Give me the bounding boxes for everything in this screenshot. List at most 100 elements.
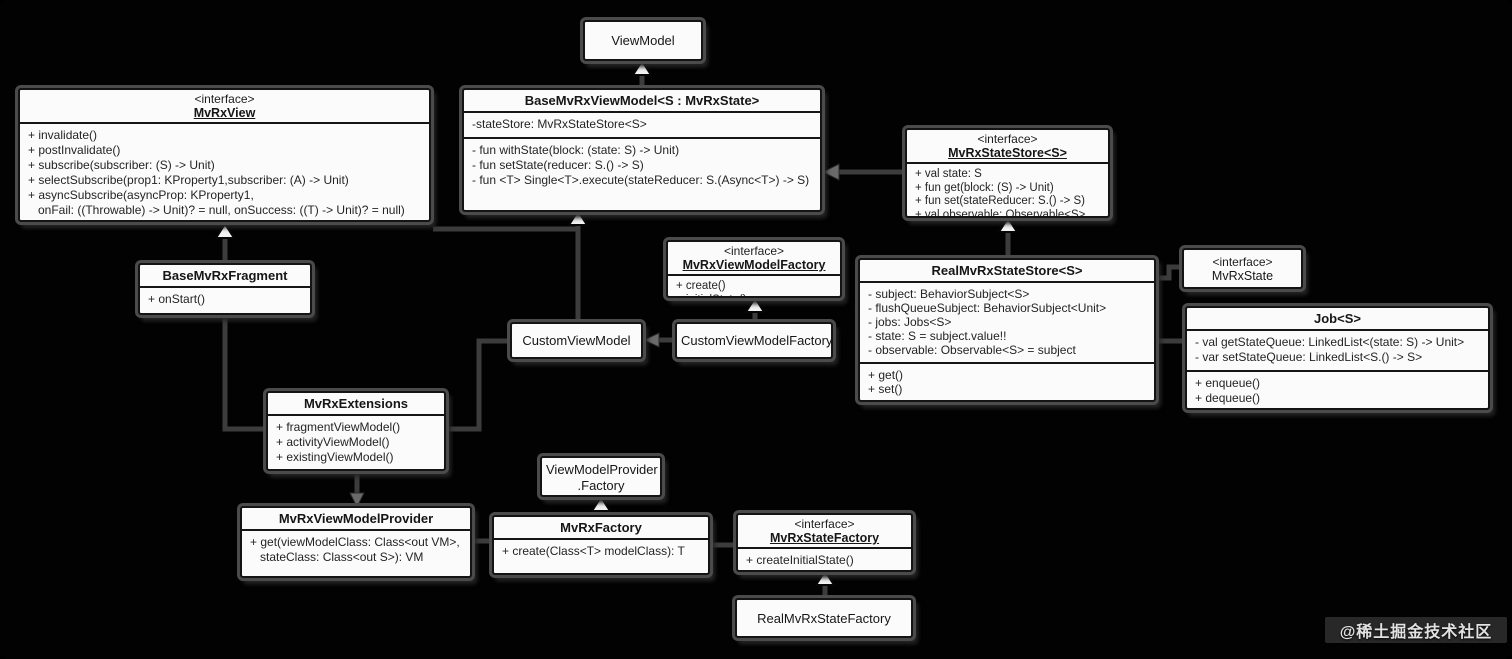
class-attributes-section: -stateStore: MvRxStateStore<S> (464, 111, 820, 137)
class-box-mvrxstatestore: <interface> MvRxStateStore<S> + val stat… (905, 128, 1110, 218)
class-header: RealMvRxStateStore<S> (860, 260, 1154, 281)
class-title: MvRxState (1211, 268, 1274, 283)
member-row: + fun get(block: (S) -> Unit) (915, 181, 1054, 194)
class-box-realmvrxstatestore: RealMvRxStateStore<S> - subject: Behavio… (858, 258, 1156, 402)
class-box-realmvrxstatefactory: RealMvRxStateFactory (735, 598, 913, 638)
member-row: + initialState() (676, 294, 832, 297)
member-row: + asyncSubscribe(asyncProp: KProperty1, (28, 188, 254, 202)
class-title-line2: .Factory (577, 477, 625, 493)
class-header: BaseMvRxFragment (140, 265, 310, 286)
class-title: ViewModelProvider (546, 461, 658, 477)
class-title: MvRxStateFactory (769, 531, 880, 545)
member-row: - fun setState(reducer: S.() -> S) (472, 158, 644, 172)
member-row: + get() (868, 368, 904, 382)
class-header: <interface> MvRxStateFactory (738, 515, 911, 547)
member-row: + activityViewModel() (276, 435, 390, 449)
class-header: ViewModelProvider .Factory (542, 458, 660, 495)
class-title: CustomViewModelFactory (681, 333, 833, 348)
member-row: - val getStateQueue: LinkedList<(state: … (1195, 335, 1465, 349)
member-row: + fragmentViewModel() (276, 420, 401, 434)
member-row: + existingViewModel() (276, 450, 394, 464)
edge-inheritance-mvrxfactory-viewmodelproviderfactory (591, 496, 611, 515)
edge-inheritance-basemvrxfragment-mvrxview (215, 223, 235, 263)
class-title: MvRxExtensions (303, 396, 409, 411)
edge-inheritance-basemvrxviewmodel-viewmodel (632, 60, 652, 88)
class-box-job: Job<S> - val getStateQueue: LinkedList<(… (1185, 306, 1490, 410)
member-row: + selectSubscribe(prop1: KProperty1,subs… (28, 173, 349, 187)
class-methods-section: + create(Class<T> modelClass): T (494, 538, 708, 573)
member-row: + create(Class<T> modelClass): T (502, 544, 685, 558)
edge-link-mvrxextensions-customviewmodel (446, 338, 510, 432)
class-header: <interface> MvRxState (1184, 250, 1301, 287)
edge-association-mvrxstatestore-basemvrxviewmodel (821, 163, 905, 181)
class-stereotype: <interface> (723, 244, 785, 258)
member-row: + set() (868, 382, 903, 396)
class-header: CustomViewModelFactory (677, 324, 831, 357)
member-row: + val state: S (915, 168, 982, 180)
class-header: ViewModel (585, 22, 701, 59)
edge-inheritance-customviewmodel-basemvrxviewmodel (433, 210, 588, 322)
class-title: MvRxView (193, 106, 256, 120)
member-row: - fun withState(block: (state: S) -> Uni… (472, 143, 680, 157)
class-title: RealMvRxStateFactory (757, 610, 891, 626)
class-box-mvrxextensions: MvRxExtensions + fragmentViewModel()+ ac… (266, 391, 446, 471)
class-methods-section: + enqueue()+ dequeue() (1187, 370, 1488, 408)
class-stereotype: <interface> (1212, 254, 1273, 269)
member-row: + postInvalidate() (28, 143, 121, 157)
edge-link-realmvrxstatestore-mvrxstate (1156, 264, 1182, 281)
member-row: + enqueue() (1195, 376, 1261, 390)
class-attributes-section: - subject: BehaviorSubject<S>- flushQueu… (860, 281, 1154, 362)
class-stereotype: <interface> (977, 132, 1038, 146)
class-header: BaseMvRxViewModel<S : MvRxState> (464, 90, 820, 111)
class-attributes-section: - val getStateQueue: LinkedList<(state: … (1187, 329, 1488, 370)
member-row: - var setStateQueue: LinkedList<S.() -> … (1195, 350, 1423, 364)
class-header: RealMvRxStateFactory (737, 600, 911, 636)
edge-association-customviewmodelfactory-customviewmodel (642, 332, 675, 348)
class-methods-section: + onStart() (140, 286, 310, 313)
class-stereotype: <interface> (194, 92, 255, 106)
member-row: + val observable: Observable<S> (915, 208, 1086, 218)
class-methods-section: + get()+ set() (860, 362, 1154, 400)
class-methods-section: + createInitialState() (738, 547, 911, 570)
edge-link-basemvrxfragment-mvrxextensions (222, 315, 266, 432)
class-methods-section: + fragmentViewModel()+ activityViewModel… (268, 414, 444, 469)
class-box-customviewmodelfactory: CustomViewModelFactory (675, 322, 833, 359)
edge-inheritance-realmvrxstatestore-mvrxstatestore (998, 217, 1018, 258)
class-members-section: + invalidate()+ postInvalidate()+ subscr… (20, 122, 429, 220)
member-row: + create() (676, 280, 726, 292)
class-methods-section: - fun withState(block: (state: S) -> Uni… (464, 137, 820, 210)
member-row: + subscribe(subscriber: (S) -> Unit) (28, 158, 215, 172)
class-title: MvRxViewModelProvider (278, 511, 434, 526)
class-title: Job<S> (1314, 311, 1361, 326)
class-members-section: + create() + initialState() (668, 274, 840, 297)
edge-association-mvrxextensions-mvrxviewmodelprovider (349, 471, 365, 509)
class-header: MvRxExtensions (268, 393, 444, 414)
class-box-mvrxviewmodelprovider: MvRxViewModelProvider + get(viewModelCla… (240, 506, 472, 578)
member-row: - flushQueueSubject: BehaviorSubject<Uni… (868, 301, 1107, 315)
class-title: MvRxStateStore<S> (948, 146, 1067, 160)
class-title: BaseMvRxViewModel<S : MvRxState> (524, 93, 760, 108)
class-box-mvrxviewmodelfactory: <interface> MvRxViewModelFactory + creat… (666, 240, 842, 298)
class-box-customviewmodel: CustomViewModel (510, 322, 643, 359)
class-box-viewmodel: ViewModel (583, 20, 703, 61)
member-row: + createInitialState() (746, 553, 854, 567)
class-title: MvRxFactory (560, 520, 642, 535)
member-row: + invalidate() (28, 128, 98, 142)
member-row: + dequeue() (1195, 391, 1261, 405)
member-row: + fun set(stateReducer: S.() -> S) (915, 195, 1086, 207)
member-row: stateClass: Class<out S>): VM (250, 550, 424, 564)
watermark-badge: @稀土掘金技术社区 (1325, 617, 1507, 643)
class-title: CustomViewModel (522, 333, 631, 348)
class-box-mvrxview: <interface> MvRxView + invalidate()+ pos… (18, 88, 431, 222)
class-title: ViewModel (611, 33, 675, 48)
class-header: MvRxFactory (494, 517, 708, 538)
member-row: - state: S = subject.value!! (868, 329, 1007, 343)
class-title: MvRxViewModelFactory (682, 258, 826, 272)
class-header: MvRxViewModelProvider (242, 508, 470, 529)
edge-inheritance-realmvrxstatefactory-mvrxstatefactory (815, 570, 835, 598)
class-stereotype: <interface> (794, 517, 855, 531)
class-box-basemvrxfragment: BaseMvRxFragment + onStart() (138, 263, 312, 315)
class-members-section: + val state: S+ fun get(block: (S) -> Un… (907, 162, 1108, 218)
